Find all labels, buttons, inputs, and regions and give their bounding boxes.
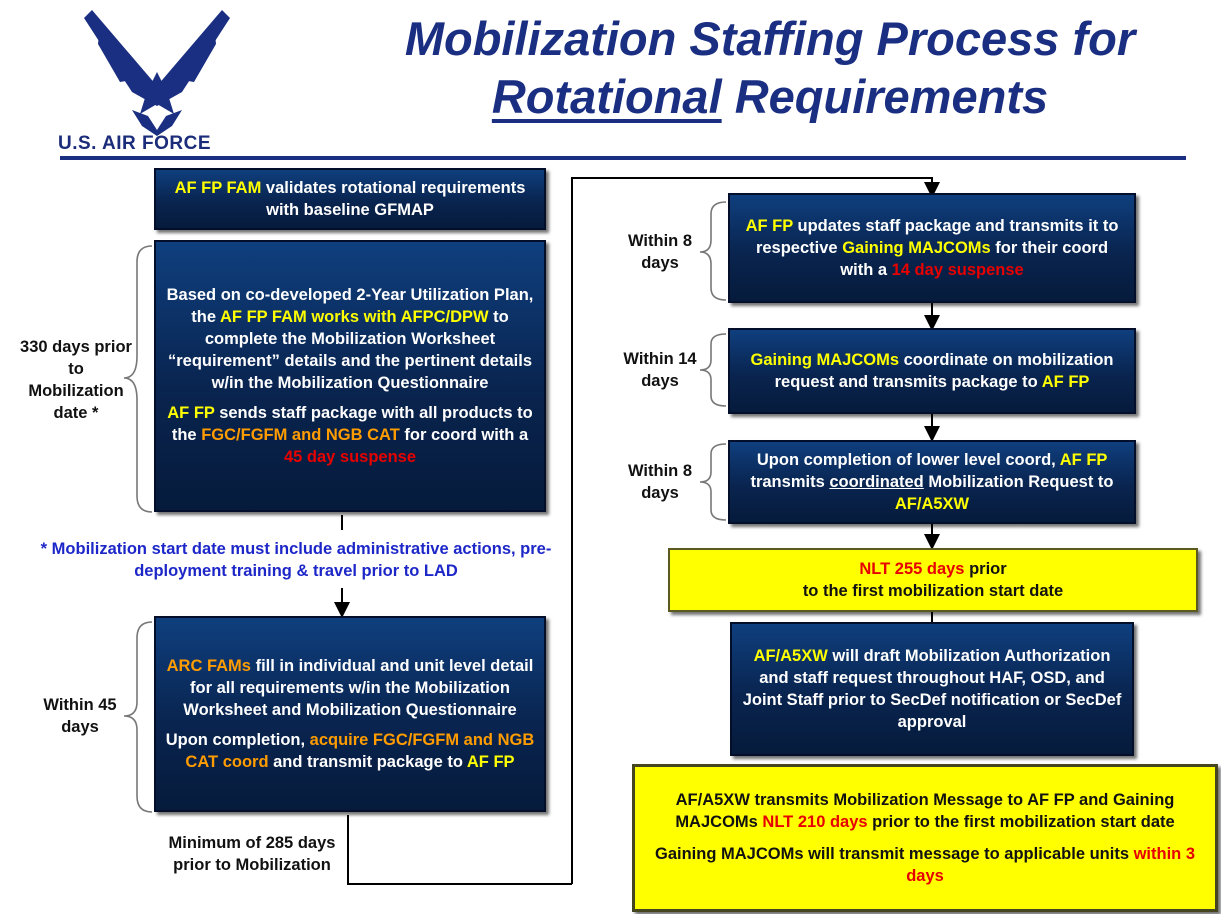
yellow2-text-1: AF/A5XW transmits Mobilization Message t… — [675, 791, 1175, 831]
title-line-1: Mobilization Staffing Process for — [404, 12, 1136, 65]
box3-text-2: Upon completion, — [165, 731, 310, 749]
mobilization-message-box: AF/A5XW transmits Mobilization Message t… — [632, 764, 1218, 912]
box6-text-2: transmits — [750, 473, 830, 491]
logo-text: U.S. AIR FORCE — [58, 133, 212, 154]
box7-text: will draft Mobilization Authorization an… — [742, 647, 1122, 731]
air-force-wings-logo — [84, 10, 230, 136]
label-330-days: 330 days prior to Mobilization date * — [20, 338, 132, 422]
box6-coordinated: coordinated — [829, 473, 924, 491]
box3-text-3: and transmit package to — [268, 753, 467, 771]
worksheet-staff-package-box: Based on co-developed 2-Year Utilization… — [154, 240, 546, 512]
draft-authorization-box: AF/A5XW will draft Mobilization Authoriz… — [730, 622, 1134, 756]
box5-text: coordinate on mobilization request and t… — [774, 351, 1114, 391]
box6-a5xw: AF/A5XW — [894, 495, 970, 513]
box2-highlight-1: AF FP FAM works with AFPC/DPW — [219, 308, 489, 326]
yellow2-text-3: Gaining MAJCOMs will transmit message to… — [654, 845, 1134, 863]
label-within-8-days-2: Within 8 days — [627, 462, 692, 502]
label-45-days: Within 45 days — [43, 696, 117, 736]
box3-acquire: acquire FGC/FGFM and NGB CAT coord — [185, 731, 535, 771]
nlt-255-days-box: NLT 255 days prior to the first mobiliza… — [668, 548, 1198, 612]
box6-text-1: Upon completion of lower level coord, — [756, 451, 1060, 469]
label-within-14-days: Within 14 days — [623, 350, 697, 390]
yellow1-text-2: to the first mobilization start date — [802, 582, 1064, 600]
box1-text: validates rotational requirements with b… — [261, 179, 526, 219]
box7-a5xw: AF/A5XW — [753, 647, 828, 665]
af-fp-fam-label: AF FP FAM — [174, 179, 262, 197]
label-285-days: Minimum of 285 days prior to Mobilizatio… — [168, 834, 336, 874]
nlt-210-label: NLT 210 days — [762, 813, 868, 831]
box2-suspense: 45 day suspense — [283, 448, 417, 466]
transmit-coordinated-request-box: Upon completion of lower level coord, AF… — [728, 440, 1136, 524]
box2-fgc-label: FGC/FGFM and NGB CAT — [201, 426, 400, 444]
box5-gaining: Gaining MAJCOMs — [750, 351, 899, 369]
box2-text-2: to complete the Mobilization Worksheet “… — [168, 308, 532, 392]
page-title: Mobilization Staffing Process for Rotati… — [330, 10, 1210, 126]
box5-af-fp: AF FP — [1041, 373, 1090, 391]
arc-fams-label: ARC FAMs — [166, 657, 251, 675]
gaining-majcoms-coordinate-box: Gaining MAJCOMs coordinate on mobilizati… — [728, 328, 1136, 414]
box4-text-2: for their coord with a — [840, 239, 1109, 279]
nlt-255-label: NLT 255 days — [859, 560, 965, 578]
box4-af-fp: AF FP — [745, 217, 793, 235]
validate-requirements-box: AF FP FAM validates rotational requireme… — [154, 168, 546, 230]
box2-text-4: for coord with a — [399, 426, 529, 444]
title-rest: Requirements — [721, 70, 1049, 123]
yellow1-text-1: prior — [964, 560, 1007, 578]
box6-af-fp: AF FP — [1059, 451, 1108, 469]
box2-text-1: Based on co-developed 2-Year Utilization… — [166, 286, 534, 326]
box3-text-1: fill in individual and unit level detail… — [183, 657, 534, 719]
yellow2-text-2: prior to the first mobilization start da… — [867, 813, 1175, 831]
update-staff-package-box: AF FP updates staff package and transmit… — [728, 193, 1136, 303]
box2-af-fp: AF FP — [167, 404, 215, 422]
box6-text-3: Mobilization Request to — [923, 473, 1114, 491]
box3-af-fp: AF FP — [466, 753, 515, 771]
within-3-days-label: within 3 days — [906, 845, 1196, 885]
box2-text-3: sends staff package with all products to… — [171, 404, 533, 444]
label-within-8-days-1: Within 8 days — [627, 232, 692, 272]
title-emphasis: Rotational — [491, 70, 722, 123]
arc-fams-box: ARC FAMs fill in individual and unit lev… — [154, 616, 546, 812]
title-divider — [60, 156, 1186, 160]
box4-text-1: updates staff package and transmits it t… — [755, 217, 1119, 257]
box4-gaining: Gaining MAJCOMs — [842, 239, 991, 257]
mobilization-date-note: * Mobilization start date must include a… — [40, 540, 552, 580]
box4-suspense: 14 day suspense — [891, 261, 1024, 279]
